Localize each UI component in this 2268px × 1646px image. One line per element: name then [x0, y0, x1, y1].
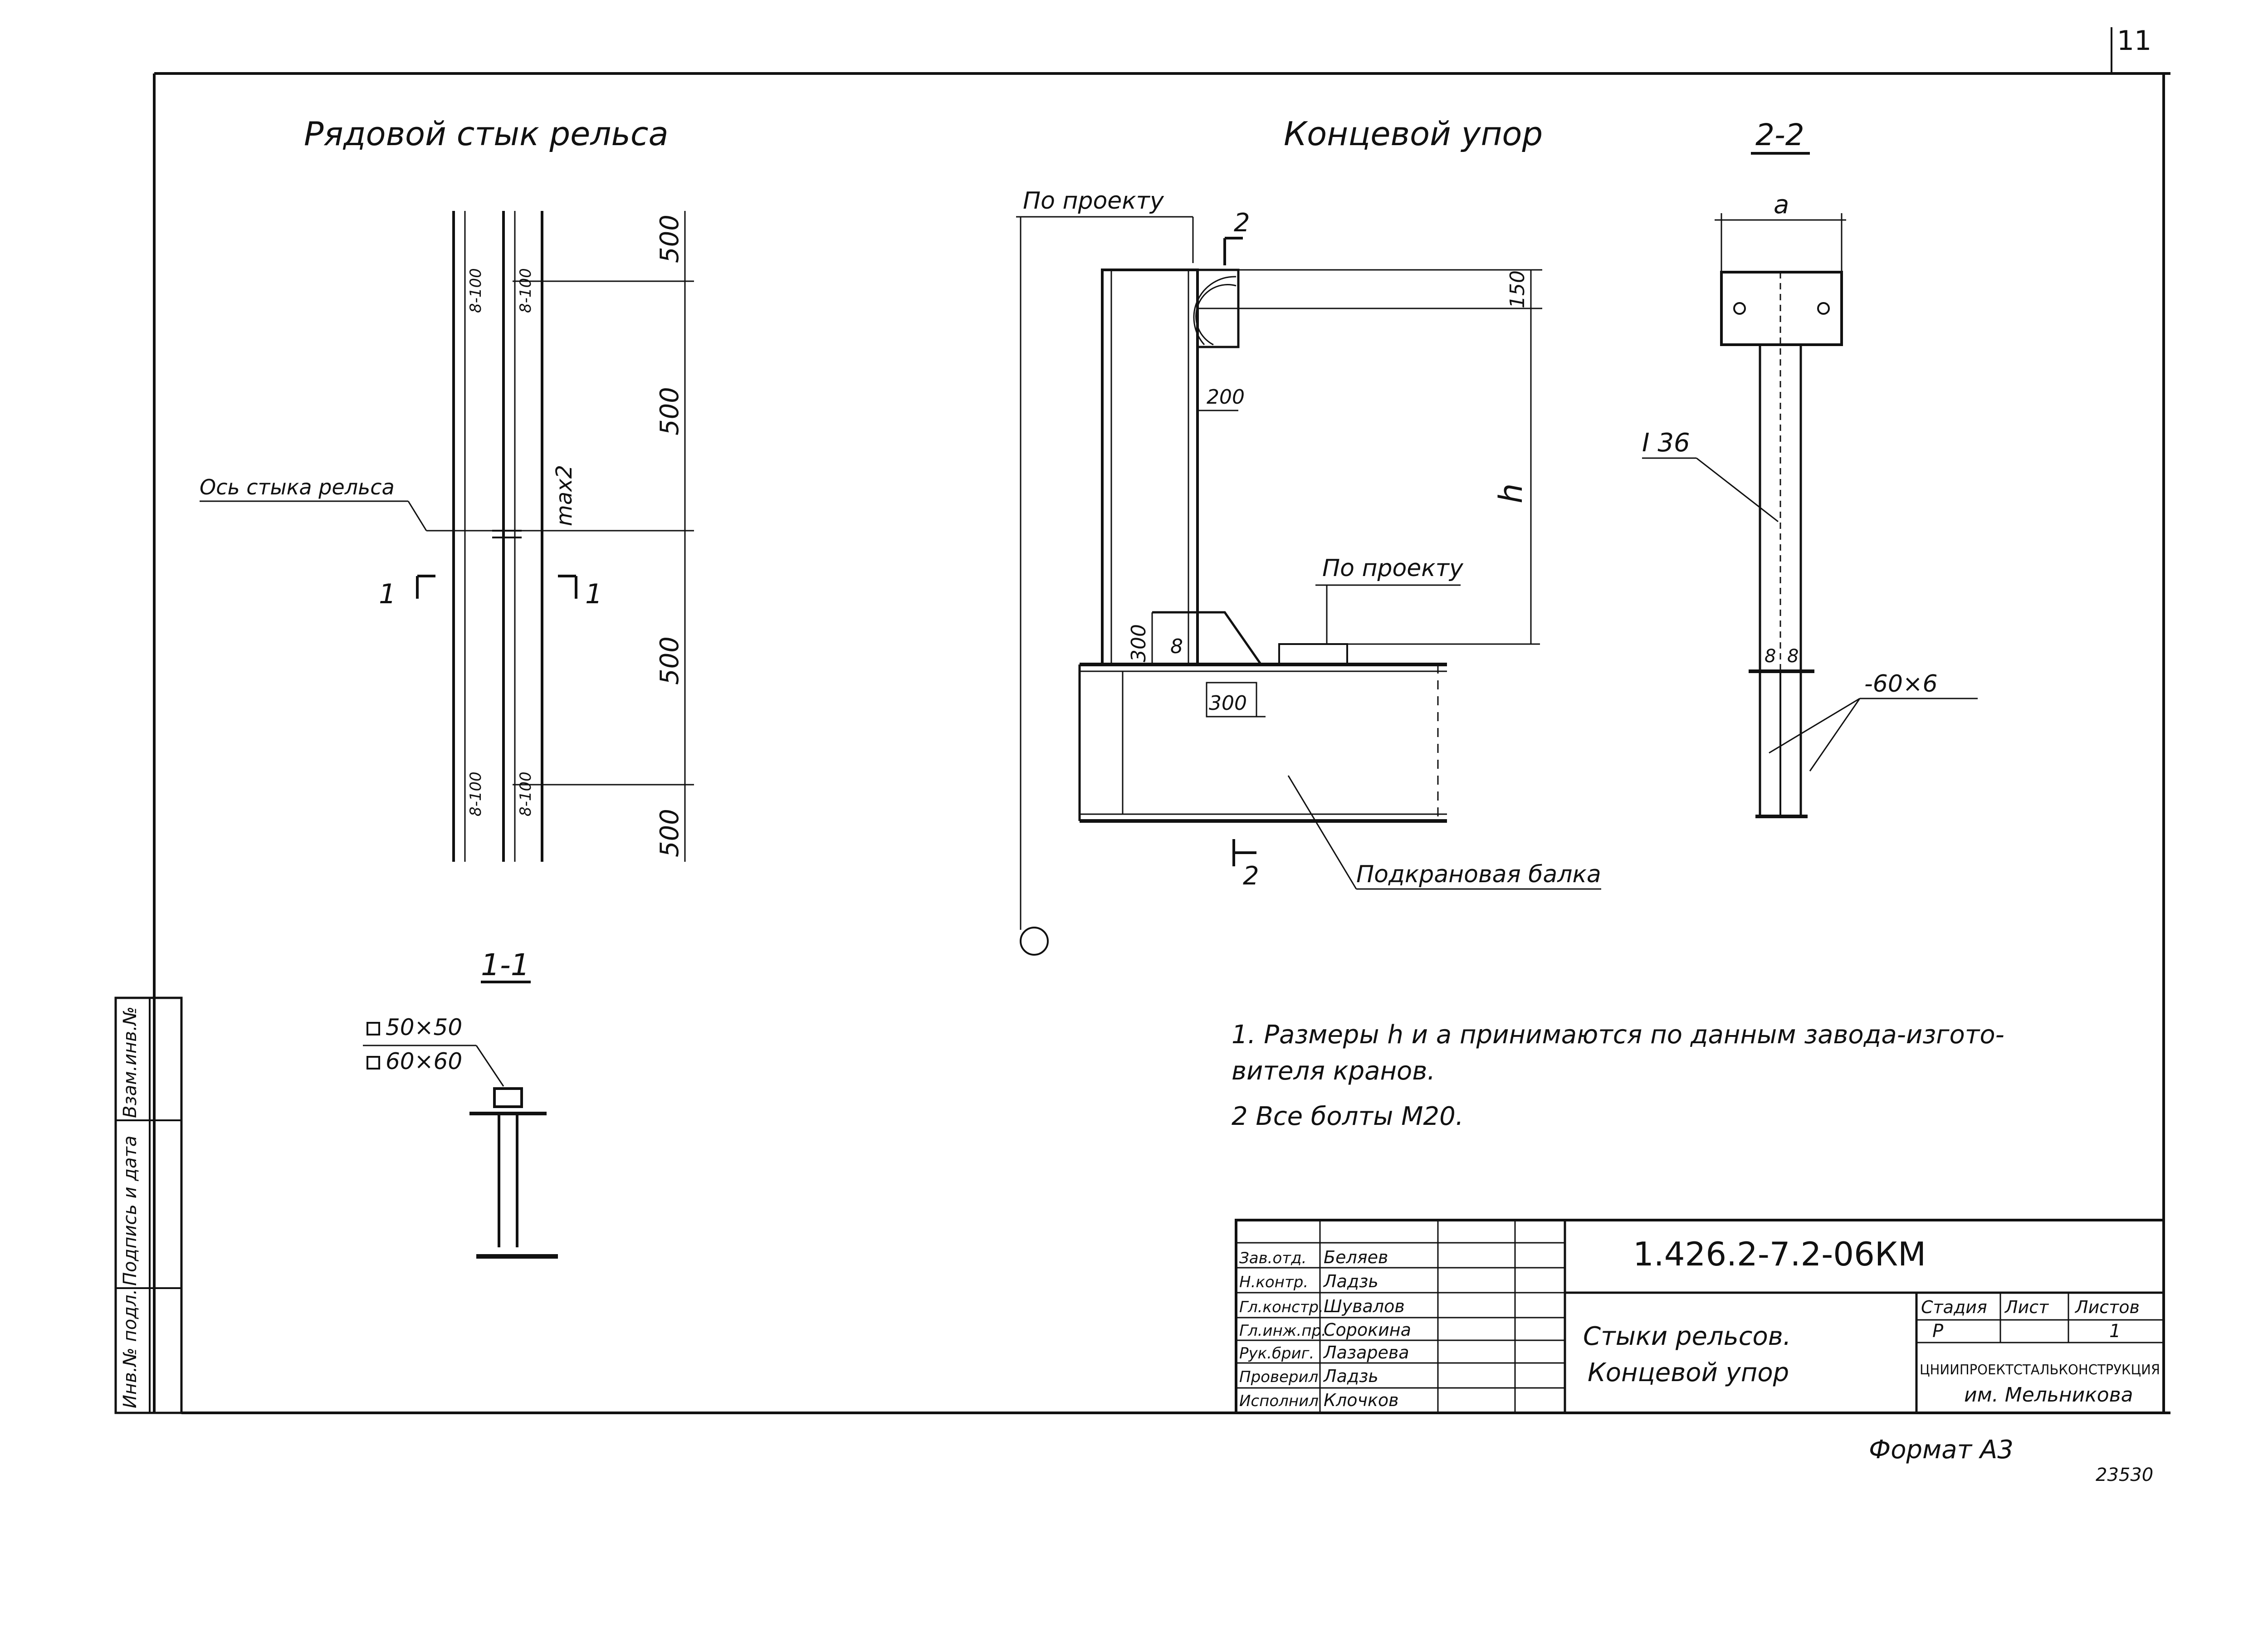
rail-joint-view: Рядовой стык рельса 500 500 500 500 max2…: [200, 115, 694, 862]
drawing-title-line-2: Концевой упор: [1588, 1358, 1789, 1387]
drawing-title-line-1: Стыки рельсов.: [1583, 1322, 1791, 1351]
weld-8-gusset: 8: [1170, 635, 1183, 658]
weld-mark-4: 8-100: [517, 772, 535, 816]
weld-mark-3: 8-100: [467, 772, 485, 816]
sheets-value: 1: [2109, 1321, 2121, 1342]
section-1-1-title: 1-1: [481, 948, 530, 982]
name-4: Лазарева: [1323, 1343, 1409, 1363]
dim-300-vertical: 300: [1127, 624, 1150, 662]
side-stamp-sign: Подпись и дата: [120, 1136, 141, 1286]
name-3: Сорокина: [1324, 1320, 1411, 1340]
section-mark-1-left: 1: [379, 578, 396, 610]
dim-150: 150: [1506, 270, 1529, 308]
rail-gap-dim: max2: [552, 465, 577, 526]
joint-axis-label: Ось стыка рельса: [200, 475, 395, 499]
notes: 1. Размеры h и a принимаются по данным з…: [1232, 1020, 2004, 1131]
sheet-format: Формат А3: [1869, 1435, 2014, 1465]
name-5: Ладзь: [1323, 1366, 1378, 1386]
profile-60: 60×60: [386, 1048, 462, 1075]
name-2: Шувалов: [1324, 1296, 1405, 1316]
note-1-cont: вителя кранов.: [1232, 1056, 1435, 1086]
end-stop-title: Концевой упор: [1284, 115, 1543, 153]
organization-sub: им. Мельникова: [1964, 1383, 2133, 1407]
side-stamp-replace: Взам.инв.№: [120, 1006, 141, 1118]
name-0: Беляев: [1324, 1247, 1388, 1267]
by-project-top: По проекту: [1023, 187, 1164, 215]
weld-8-left: 8: [1765, 646, 1776, 667]
rail-dim-4: 500: [655, 809, 684, 857]
section-mark-2-bottom: 2: [1243, 861, 1259, 891]
archive-number: 23530: [2096, 1465, 2153, 1485]
section-1-1: 1-1 50×50 60×60: [363, 948, 558, 1259]
profile-i36: I 36: [1642, 428, 1690, 458]
dim-300-horizontal: 300: [1209, 692, 1247, 715]
role-6: Исполнил: [1239, 1392, 1319, 1410]
stage-value: Р: [1932, 1321, 1944, 1342]
section-2-2: 2-2 a I 36 8 8 -60×6: [1642, 117, 1978, 818]
by-project-mid: По проекту: [1322, 555, 1464, 582]
name-1: Ладзь: [1323, 1271, 1378, 1291]
role-1: Н.контр.: [1239, 1273, 1308, 1291]
title-block: Зав.отд. Беляев Н.контр. Ладзь Гл.констр…: [1235, 1219, 2165, 1414]
crane-beam-label: Подкрановая балка: [1356, 861, 1601, 888]
note-2: 2 Все болты М20.: [1232, 1102, 1464, 1131]
rail-dim-3: 500: [655, 636, 684, 685]
section-mark-1-right: 1: [585, 578, 602, 610]
side-stamp: Инв.№ подл. Подпись и дата Взам.инв.№: [114, 996, 183, 1414]
section-2-2-title: 2-2: [1755, 117, 1804, 152]
profile-50: 50×50: [386, 1014, 462, 1040]
note-1: 1. Размеры h и a принимаются по данным з…: [1232, 1020, 2004, 1050]
role-3: Гл.инж.пр.: [1239, 1322, 1326, 1340]
weld-mark-2: 8-100: [517, 268, 535, 313]
rail-joint-title: Рядовой стык рельса: [304, 115, 669, 153]
stage-header: Стадия: [1921, 1297, 1987, 1317]
role-0: Зав.отд.: [1239, 1249, 1306, 1267]
sheet-header: Лист: [2004, 1297, 2049, 1317]
plate-60x6: -60×6: [1864, 670, 1938, 698]
dim-h: h: [1492, 484, 1530, 503]
rail-dim-2: 500: [655, 387, 684, 435]
section-mark-2-top: 2: [1234, 208, 1250, 238]
drawing-code: 1.426.2-7.2-06КМ: [1633, 1235, 1926, 1273]
role-5: Проверил: [1239, 1368, 1318, 1386]
role-2: Гл.констр.: [1239, 1298, 1324, 1316]
dim-200: 200: [1207, 386, 1245, 409]
dim-a: a: [1774, 190, 1789, 220]
sheets-header: Листов: [2074, 1297, 2140, 1317]
weld-mark-1: 8-100: [467, 268, 485, 313]
end-stop-view: Концевой упор По проекту 150 h 200 300 8…: [1016, 115, 1601, 956]
role-4: Рук.бриг.: [1239, 1344, 1314, 1363]
name-6: Клочков: [1324, 1390, 1399, 1410]
organization-name: ЦНИИПРОЕКТСТАЛЬКОНСТРУКЦИЯ: [1920, 1362, 2160, 1378]
page-number: 11: [2117, 25, 2151, 57]
weld-8-right: 8: [1787, 646, 1799, 667]
rail-dim-1: 500: [655, 215, 684, 263]
side-stamp-inv: Инв.№ подл.: [120, 1289, 141, 1408]
sheet-frame: [153, 27, 2170, 1414]
